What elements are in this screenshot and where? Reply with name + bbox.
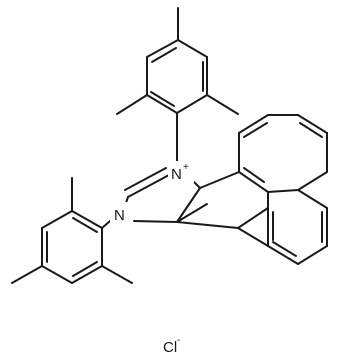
atom-cl: Cl (163, 339, 177, 356)
charge-plus: + (183, 162, 189, 173)
methyl-bond-lower-ortho-bottom (101, 265, 133, 284)
methyl-bond-upper-ortho-right (206, 94, 239, 115)
methyl-bond-upper-ortho-left (116, 94, 148, 115)
atom-n-plus: N (171, 166, 182, 183)
upper-mesityl-ring (116, 7, 239, 167)
acenaphthylene-core (176, 114, 328, 265)
atom-n: N (114, 207, 125, 224)
lower-mesityl-ring (11, 177, 133, 284)
charge-minus: - (177, 335, 180, 346)
methyl-bond-lower-para (11, 265, 43, 284)
